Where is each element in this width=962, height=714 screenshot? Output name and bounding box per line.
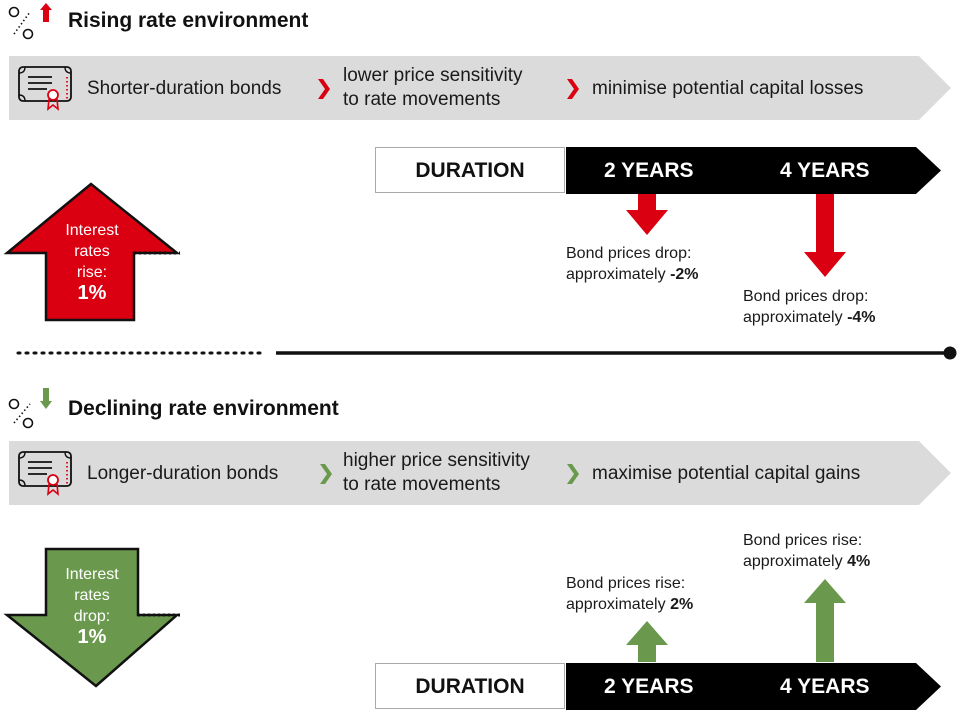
rising-effect2-arrow bbox=[804, 194, 846, 277]
rising-effect1-text: Bond prices drop: approximately -2% bbox=[566, 243, 699, 285]
rising-duration-bar bbox=[566, 147, 941, 194]
declining-banner-item1: Longer-duration bonds bbox=[87, 463, 279, 484]
rising-effect2-line2: approximately -4% bbox=[743, 307, 876, 328]
declining-banner-item3: maximise potential capital gains bbox=[592, 463, 861, 484]
declining-arrow-label: Interest rates drop: 1% bbox=[52, 564, 132, 648]
rising-effect1-value: -2% bbox=[670, 266, 699, 283]
rising-title: Rising rate environment bbox=[68, 9, 309, 32]
declining-arrow-line3: drop: bbox=[73, 608, 111, 625]
declining-rate-arrow bbox=[3, 547, 181, 688]
declining-effect1-line1: Bond prices rise: bbox=[566, 575, 686, 592]
percent-down-icon bbox=[8, 388, 52, 429]
declining-banner bbox=[9, 441, 951, 505]
declining-effect2-line2: approximately 4% bbox=[743, 551, 870, 572]
declining-arrow-value: 1% bbox=[77, 626, 107, 648]
rising-chevron-1 bbox=[318, 79, 330, 99]
bond-certificate-icon bbox=[18, 66, 72, 111]
rising-duration-4yr: 4 YEARS bbox=[780, 159, 870, 182]
rising-arrow-label: Interest rates rise: 1% bbox=[52, 220, 132, 304]
rising-effect2-text: Bond prices drop: approximately -4% bbox=[743, 286, 876, 328]
rising-effect2-line1: Bond prices drop: bbox=[743, 288, 869, 305]
section-divider bbox=[16, 346, 957, 360]
declining-arrow-line2: rates bbox=[74, 587, 110, 604]
rising-effect1-line1: Bond prices drop: bbox=[566, 245, 692, 262]
declining-effect1-line2: approximately 2% bbox=[566, 594, 693, 615]
declining-duration-4yr: 4 YEARS bbox=[780, 675, 870, 698]
declining-duration-2yr: 2 YEARS bbox=[604, 675, 694, 698]
rising-duration-2yr: 2 YEARS bbox=[604, 159, 694, 182]
rising-duration-label: DURATION bbox=[415, 159, 525, 182]
declining-banner-item2-line2: to rate movements bbox=[343, 474, 501, 495]
rising-duration-box bbox=[375, 147, 565, 193]
rising-banner-item2-line2: to rate movements bbox=[343, 89, 501, 110]
rising-effect1-arrow bbox=[626, 194, 668, 235]
declining-duration-bar bbox=[566, 663, 941, 710]
rising-arrow-line2: rates bbox=[74, 243, 110, 260]
declining-effect1-arrow bbox=[626, 621, 668, 662]
bond-certificate-icon bbox=[18, 451, 72, 496]
declining-effect2-arrow bbox=[804, 579, 846, 662]
rising-banner-item2-line1: lower price sensitivity bbox=[343, 65, 523, 86]
rising-effect2-prefix: approximately bbox=[743, 309, 843, 326]
declining-effect1-prefix: approximately bbox=[566, 596, 666, 613]
declining-arrow-line1: Interest bbox=[65, 566, 119, 583]
declining-section: Declining rate environment Longer-durati… bbox=[0, 380, 962, 714]
declining-effect1-text: Bond prices rise: approximately 2% bbox=[566, 573, 693, 615]
declining-title: Declining rate environment bbox=[68, 397, 339, 420]
declining-chevron-1 bbox=[320, 464, 332, 484]
declining-effect1-value: 2% bbox=[670, 596, 694, 613]
declining-duration-box bbox=[375, 663, 565, 709]
declining-chevron-2 bbox=[567, 464, 579, 484]
declining-banner-item2: higher price sensitivity to rate movemen… bbox=[343, 449, 530, 497]
rising-effect1-line2: approximately -2% bbox=[566, 264, 699, 285]
rising-arrow-line3: rise: bbox=[76, 264, 108, 281]
declining-effect2-line1: Bond prices rise: bbox=[743, 532, 863, 549]
percent-up-icon bbox=[8, 3, 52, 40]
rising-banner-item1: Shorter-duration bonds bbox=[87, 78, 282, 99]
rising-rate-arrow bbox=[3, 182, 181, 322]
declining-banner-item2-line1: higher price sensitivity bbox=[343, 450, 530, 471]
rising-arrow-line1: Interest bbox=[65, 222, 119, 239]
rising-arrow-value: 1% bbox=[77, 282, 107, 304]
rising-banner-item2: lower price sensitivity to rate movement… bbox=[343, 64, 523, 112]
declining-effect2-prefix: approximately bbox=[743, 553, 843, 570]
rising-effect1-prefix: approximately bbox=[566, 266, 666, 283]
declining-effect2-value: 4% bbox=[847, 553, 871, 570]
rising-section: Rising rate environment Shorter-duration… bbox=[0, 0, 962, 340]
rising-banner-item3: minimise potential capital losses bbox=[592, 78, 864, 99]
rising-banner bbox=[9, 56, 951, 120]
declining-effect2-text: Bond prices rise: approximately 4% bbox=[743, 530, 870, 572]
rising-effect2-value: -4% bbox=[847, 309, 876, 326]
rising-chevron-2 bbox=[567, 79, 579, 99]
declining-duration-label: DURATION bbox=[415, 675, 525, 698]
